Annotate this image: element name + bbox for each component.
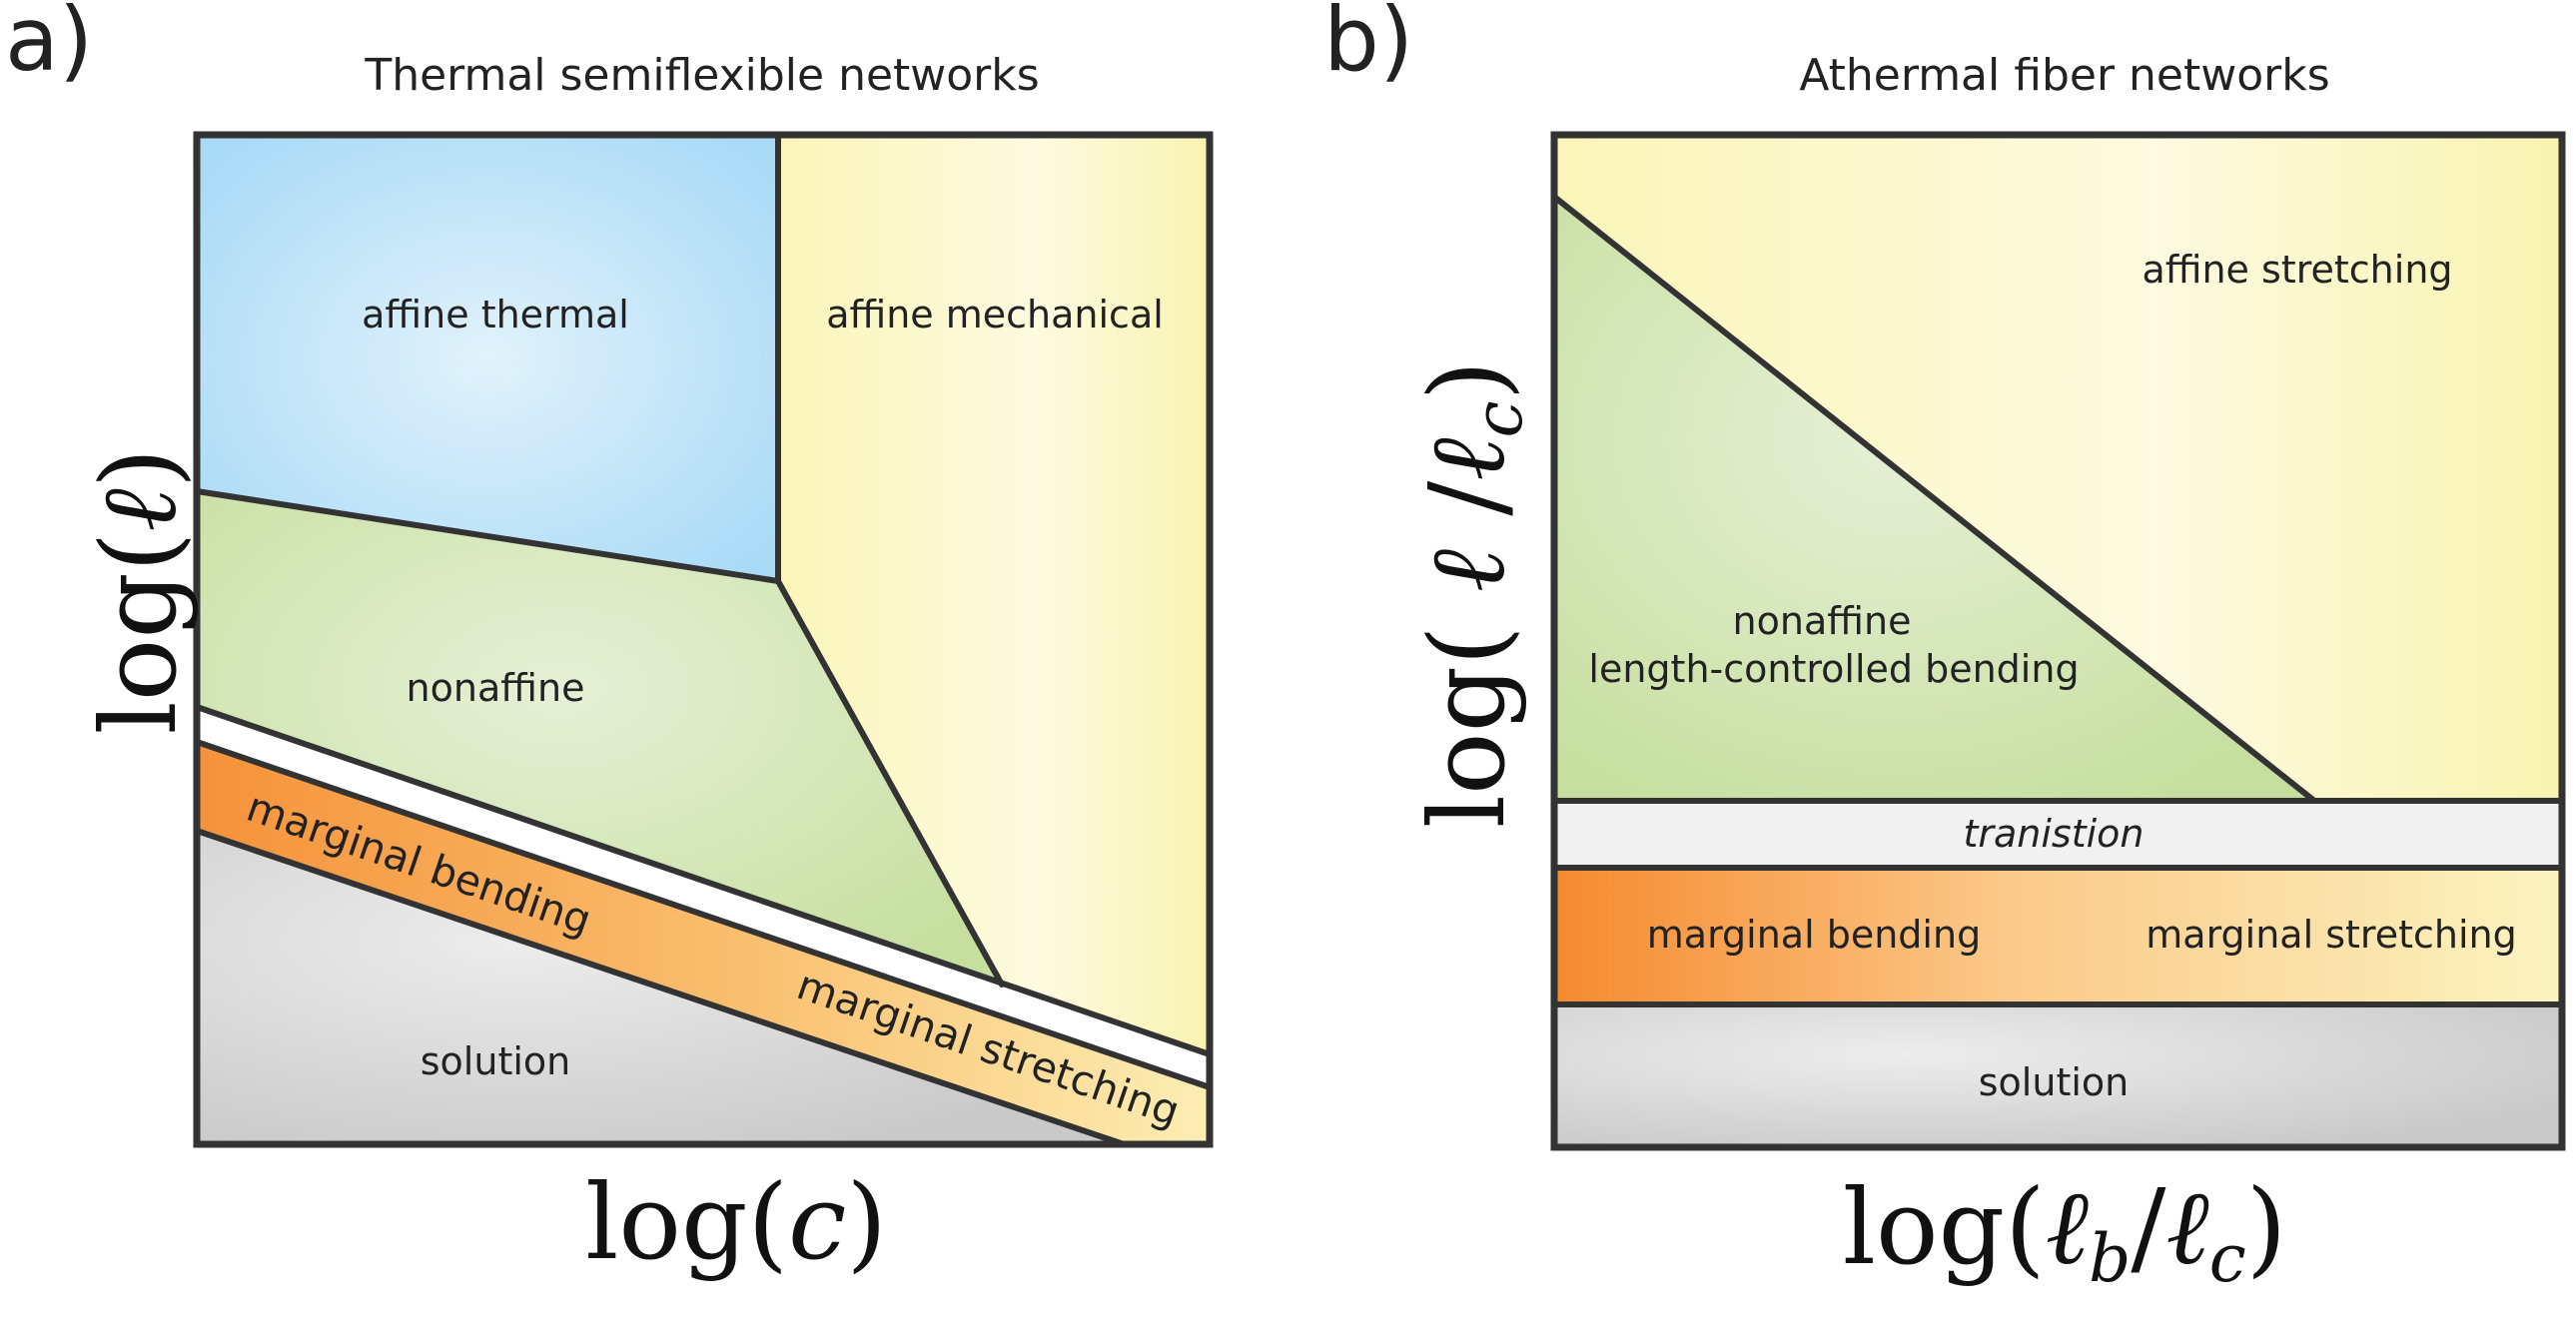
panel-b-frame [1550, 131, 2566, 1151]
panel-a-letter: a) [5, 0, 93, 91]
label-nonaffine-line1: nonaffine [1733, 599, 1912, 643]
label-affine-mechanical: affine mechanical [826, 293, 1164, 336]
label-affine-thermal: affine thermal [362, 293, 629, 336]
panel-a-y-axis-label: log(ℓ) [78, 448, 200, 735]
region-transition [1554, 801, 2562, 868]
region-marginal-band-b [1554, 868, 2562, 1004]
region-affine-stretching [1554, 135, 2562, 801]
panel-b-x-axis-label: log(ℓb/ℓc) [1843, 1166, 2287, 1297]
panel-a-frame [193, 131, 1214, 1148]
region-nonaffine [197, 491, 1002, 985]
panel-b-letter: b) [1323, 0, 1413, 91]
region-white-gap [197, 707, 1210, 1087]
label-nonaffine: nonaffine [407, 666, 585, 710]
panel-a-x-axis-label: log(c) [585, 1161, 887, 1283]
label-affine-stretching: affine stretching [2142, 248, 2452, 292]
panel-a: a) Thermal semiflexible networks affine … [5, 0, 1214, 1283]
label-transition: tranistion [1963, 812, 2144, 856]
region-marginal-band [197, 742, 1210, 1144]
label-solution: solution [421, 1039, 570, 1083]
label-marginal-bending-b: marginal bending [1647, 913, 1981, 957]
panel-b-y-axis-label: log( ℓ /ℓc) [1406, 360, 1537, 828]
label-marginal-stretching-b: marginal stretching [2146, 913, 2516, 957]
label-nonaffine-line2: length-controlled bending [1588, 647, 2079, 691]
label-solution-b: solution [1979, 1060, 2129, 1104]
region-solution-b [1554, 1004, 2562, 1147]
region-affine-thermal [197, 135, 778, 581]
region-affine-mechanical [778, 135, 1210, 1144]
panel-b: b) Athermal fiber networks affine stretc… [1323, 0, 2566, 1297]
panel-a-title: Thermal semiflexible networks [364, 50, 1039, 101]
panel-b-title: Athermal fiber networks [1799, 50, 2329, 101]
